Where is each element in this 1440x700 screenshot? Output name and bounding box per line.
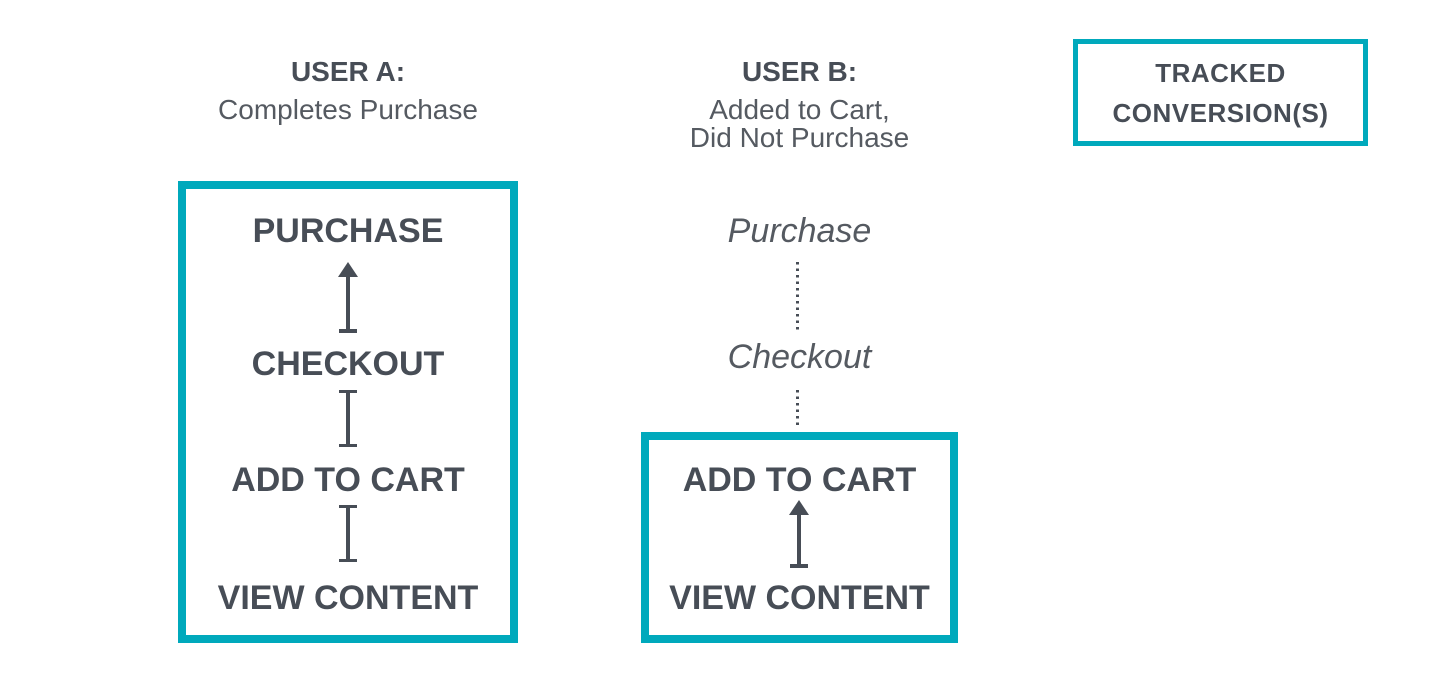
line-connector (339, 505, 357, 562)
user-b-step-add-to-cart: ADD TO CART (682, 461, 917, 499)
user-a-funnel-box (178, 181, 518, 643)
dotted-connector (796, 390, 799, 428)
arrowhead-icon (789, 500, 809, 515)
user-a-heading: USER A: Completes Purchase (178, 53, 518, 129)
dotted-connector (796, 262, 799, 330)
user-a-step-checkout: CHECKOUT (251, 345, 445, 383)
user-a-subtitle: Completes Purchase (218, 94, 478, 125)
user-a-step-purchase: PURCHASE (252, 212, 444, 250)
user-a-title: USER A: (290, 56, 406, 87)
user-b-skipped-step-checkout: Checkout (727, 338, 872, 376)
tracked-conversions-legend-box: TRACKED CONVERSION(S) (1073, 39, 1368, 146)
line-connector (339, 390, 357, 447)
arrow-up-connector (338, 262, 358, 333)
arrow-up-connector (789, 500, 809, 568)
user-b-subtitle: Added to Cart, Did Not Purchase (689, 94, 910, 153)
user-b-skipped-step-purchase: Purchase (727, 212, 872, 250)
user-b-title: USER B: (741, 56, 858, 87)
user-a-step-add-to-cart: ADD TO CART (231, 461, 465, 499)
tracked-conversions-label: TRACKED CONVERSION(S) (1112, 57, 1329, 128)
arrowhead-icon (338, 262, 358, 277)
user-b-step-view-content: VIEW CONTENT (669, 579, 930, 617)
user-b-heading: USER B: Added to Cart, Did Not Purchase (641, 53, 958, 152)
user-a-step-view-content: VIEW CONTENT (217, 579, 479, 617)
